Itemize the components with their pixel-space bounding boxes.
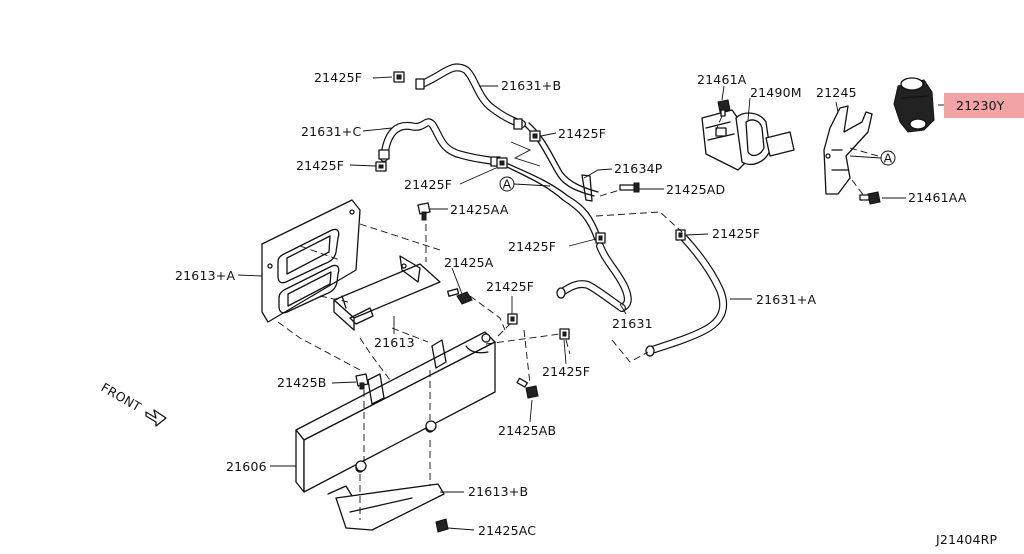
label-21425f: 21425F xyxy=(486,279,534,294)
label-21425f: 21425F xyxy=(542,364,590,379)
label-21425b: 21425B xyxy=(277,375,327,390)
label-21425a: 21425A xyxy=(444,255,494,270)
bolt-icon xyxy=(717,99,731,117)
label-21490m: 21490M xyxy=(750,85,802,100)
label-21631-a: 21631+A xyxy=(756,292,816,307)
clip-icon xyxy=(507,313,518,325)
hose-clamp xyxy=(513,118,523,130)
bolt-icon xyxy=(355,373,369,390)
pump-21490m xyxy=(701,109,795,171)
pipe-line xyxy=(528,122,599,193)
label-21425f: 21425F xyxy=(314,70,362,85)
pipe-line xyxy=(502,164,596,241)
clip-icon xyxy=(529,130,541,142)
clip-icon xyxy=(675,229,686,241)
clip-icon xyxy=(559,328,570,340)
reference-code: J21404RP xyxy=(935,532,998,547)
bolt-icon xyxy=(417,202,431,221)
hose-clamp xyxy=(415,78,425,90)
label-21425aa: 21425AA xyxy=(450,202,509,217)
highlight-box xyxy=(944,93,1024,118)
label-21631: 21631 xyxy=(612,316,653,331)
mounting-plate-21613-a xyxy=(261,199,361,323)
bolt-icon xyxy=(859,191,881,205)
hose-end xyxy=(556,287,566,299)
label-21425f: 21425F xyxy=(404,177,452,192)
label-21230y: 21230Y xyxy=(956,98,1005,113)
label-21425f: 21425F xyxy=(508,239,556,254)
svg-text:A: A xyxy=(884,151,893,166)
hose-21631-b xyxy=(415,63,526,130)
label-21613-b: 21613+B xyxy=(468,484,528,499)
label-21613: 21613 xyxy=(374,335,415,350)
label-21425ab: 21425AB xyxy=(498,423,556,438)
label-21425f: 21425F xyxy=(558,126,606,141)
bolt-icon xyxy=(435,518,449,533)
label-21631-c: 21631+C xyxy=(301,124,361,139)
label-21606: 21606 xyxy=(226,459,267,474)
canister-21606 xyxy=(295,331,496,493)
callout-marker-a: A xyxy=(880,150,896,166)
bolt-icon xyxy=(619,182,640,193)
valve-21230y xyxy=(893,77,935,133)
clip-icon xyxy=(375,161,387,172)
label-21461a: 21461A xyxy=(697,72,747,87)
label-21634p: 21634P xyxy=(614,161,663,176)
callout-marker-a: A xyxy=(499,176,515,192)
pipe-line xyxy=(499,159,601,237)
label-21245: 21245 xyxy=(816,85,857,100)
bolt-icon xyxy=(355,460,367,472)
front-direction-indicator: FRONT xyxy=(99,380,167,427)
clip-icon xyxy=(595,232,606,244)
label-21631-b: 21631+B xyxy=(501,78,561,93)
hose-21631 xyxy=(556,242,632,312)
clip-icon xyxy=(496,157,508,169)
label-21425ac: 21425AC xyxy=(478,523,536,538)
svg-text:FRONT: FRONT xyxy=(99,380,144,415)
label-21425f: 21425F xyxy=(296,158,344,173)
clip-icon xyxy=(393,71,405,83)
bolt-icon xyxy=(516,377,539,399)
bracket-21245 xyxy=(823,105,873,195)
hose-21631-a xyxy=(645,234,728,357)
hose-end xyxy=(645,345,655,357)
svg-text:A: A xyxy=(503,177,512,192)
label-21461aa: 21461AA xyxy=(908,190,967,205)
hose-clamp xyxy=(378,149,390,160)
bolt-icon xyxy=(425,420,437,432)
label-21425f: 21425F xyxy=(712,226,760,241)
bracket-21613 xyxy=(333,255,441,331)
bolt-icon xyxy=(447,288,473,305)
hose-21631-c xyxy=(378,118,501,167)
label-21425ad: 21425AD xyxy=(666,182,725,197)
label-21613-a: 21613+A xyxy=(175,268,235,283)
